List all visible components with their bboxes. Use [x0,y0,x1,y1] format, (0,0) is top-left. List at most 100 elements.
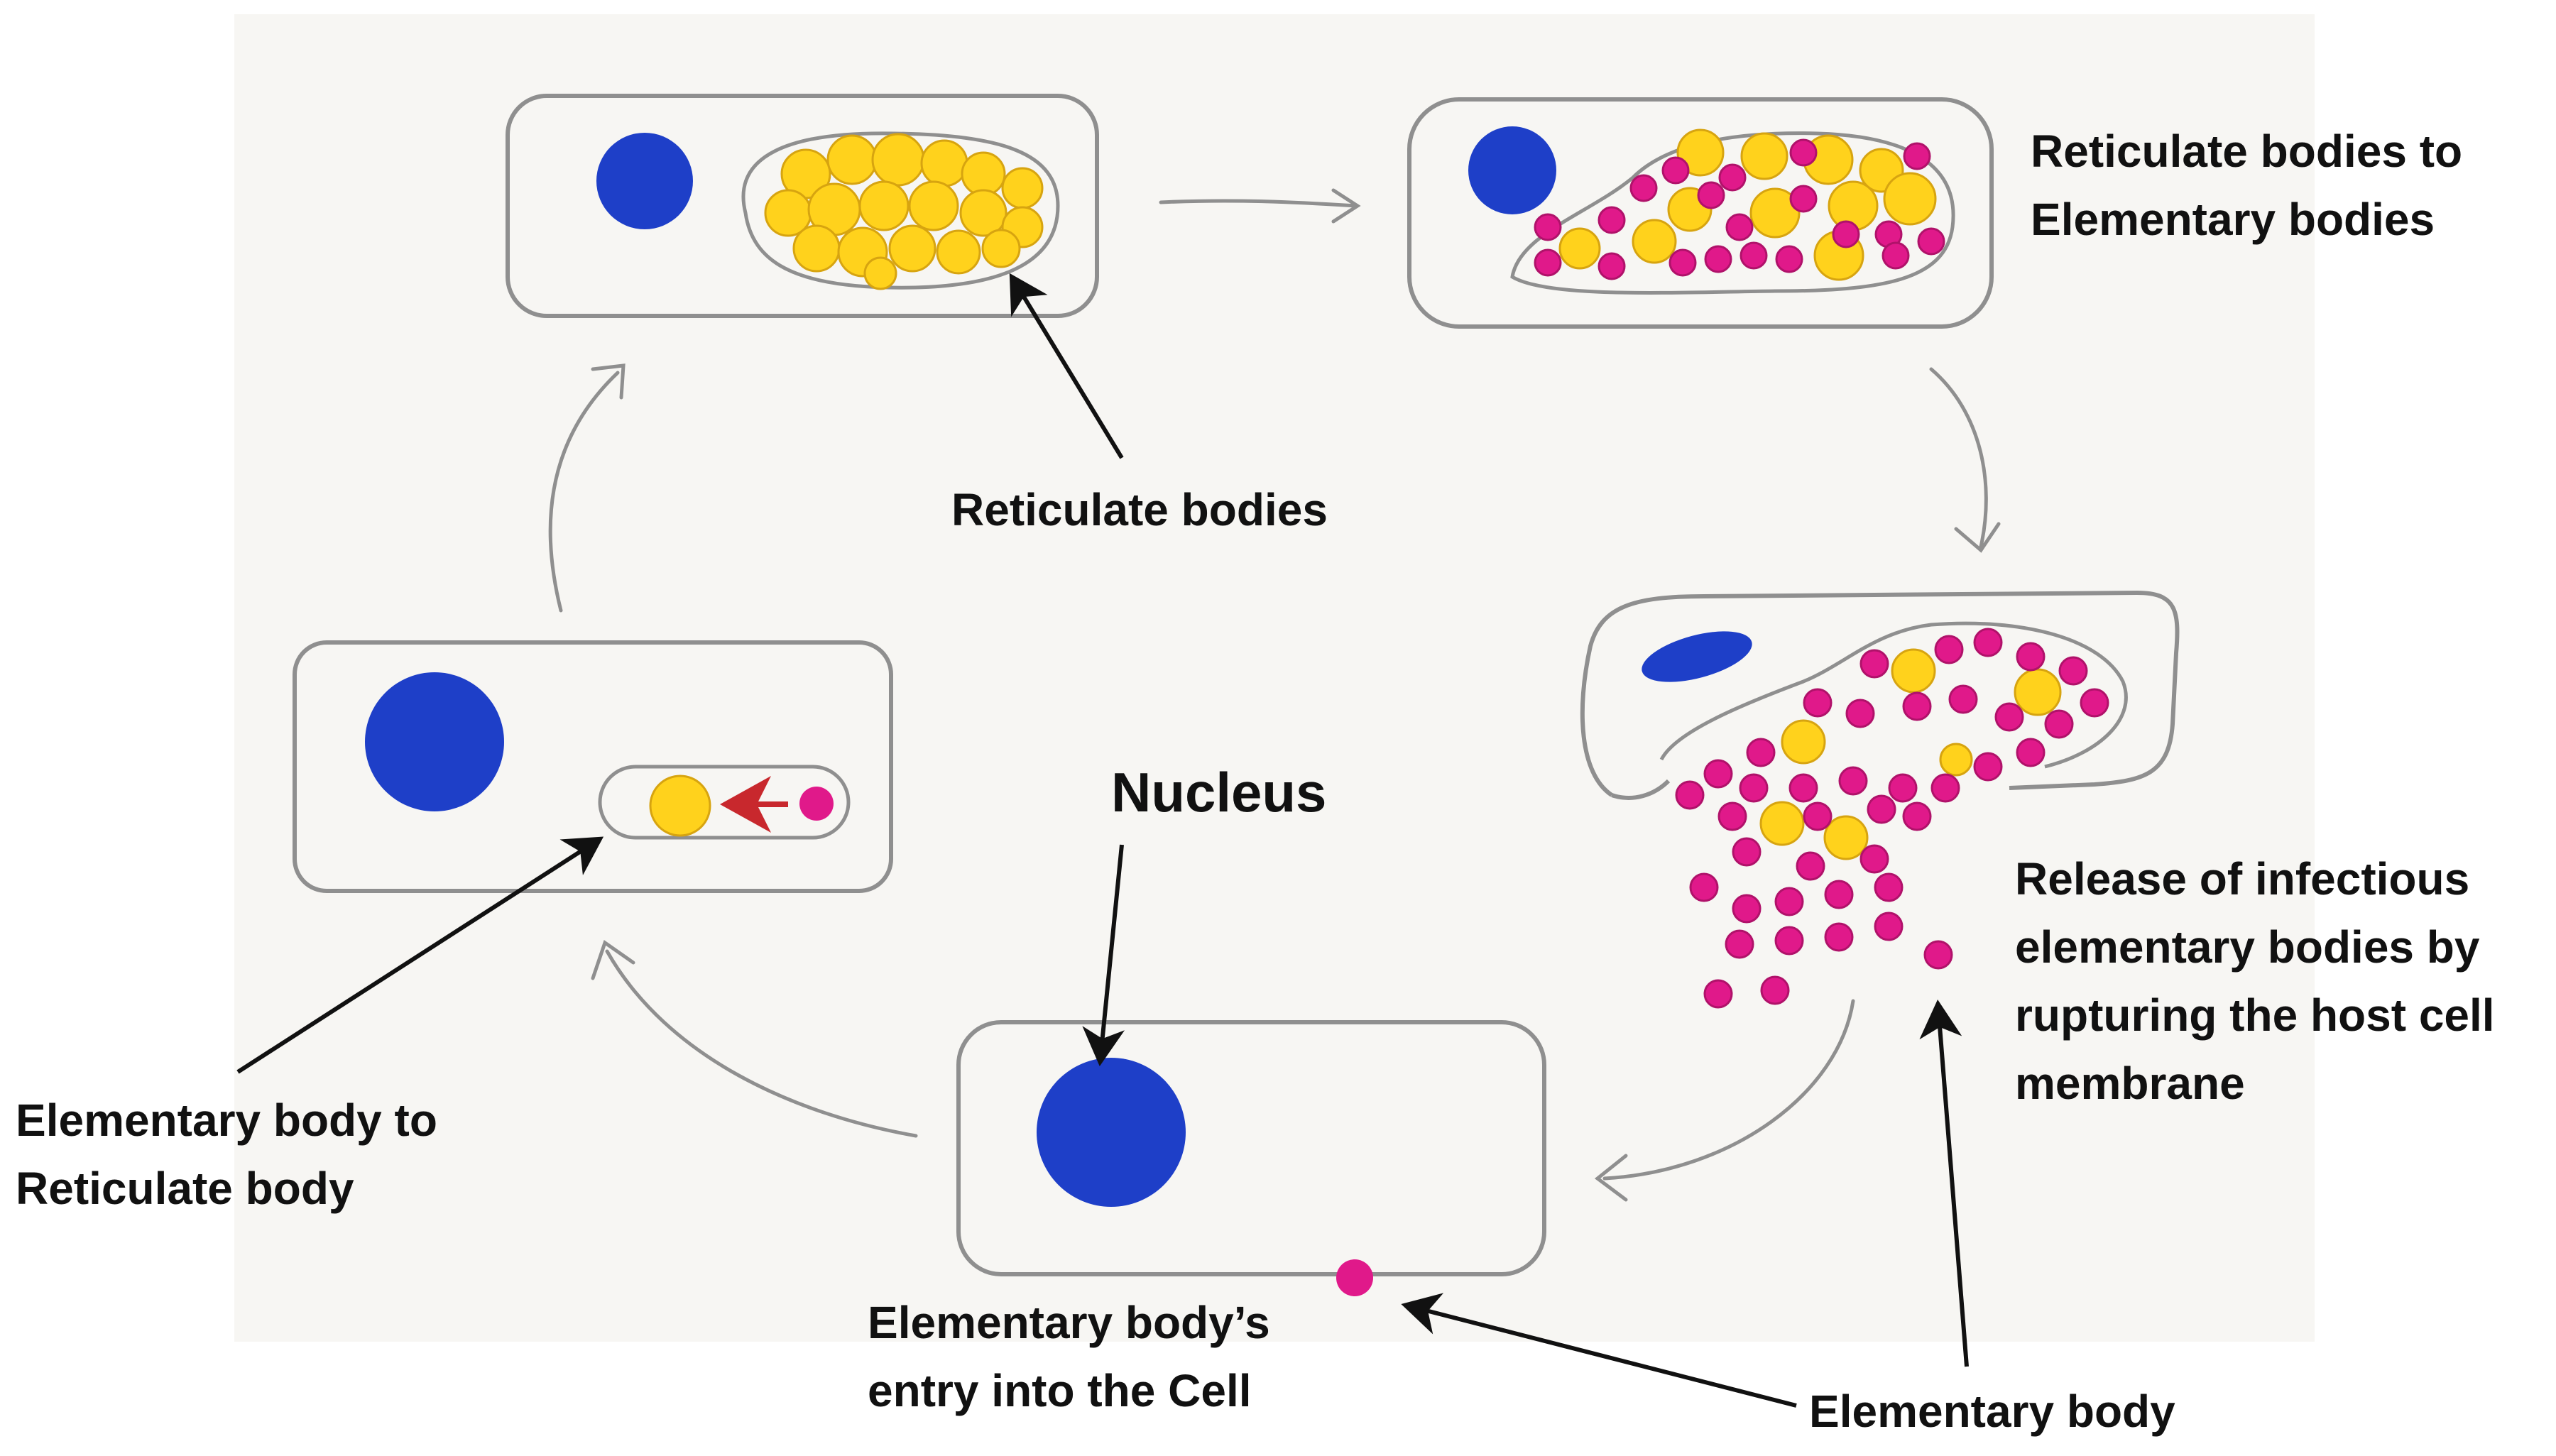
elementary-body [1994,702,2024,732]
elementary-body [1923,940,1953,970]
elementary-body [1704,245,1732,273]
elementary-body [1859,844,1889,874]
label-eb-to-rb: Elementary body to Reticulate body [16,1086,437,1222]
label-entry-line2: entry into the Cell [868,1365,1252,1416]
elementary-body [1838,766,1868,796]
cycle-arrows [548,188,2001,1202]
reticulate-body [1891,648,1936,694]
reticulate-body [826,134,878,185]
arrow-5-to-1 [548,371,620,613]
elementary-body [2080,688,2109,718]
reticulate-body [1939,743,1973,777]
elementary-body [1930,773,1960,803]
reticulate-body [920,139,968,187]
reticulate-body [792,224,841,273]
elementary-body [1697,181,1725,209]
label-nucleus: Nucleus [1111,761,1327,823]
elementary-body [1629,174,1658,202]
reticulate-body [888,224,936,273]
elementary-body [1732,894,1762,924]
elementary-body [1789,185,1818,213]
arrow-4-to-5 [605,949,918,1138]
nucleus-3 [1642,631,1752,682]
pointer-elementary-body-entry [1401,1293,1797,1408]
label-release: Release of infectious elementary bodies … [2015,845,2495,1117]
elementary-body [1973,752,2003,782]
label-elementary-body: Elementary body [1809,1386,2175,1437]
elementary-body [1874,912,1904,941]
elementary-body [1775,245,1803,273]
elementary-body [1703,979,1733,1009]
elementary-body [1888,773,1918,803]
elementary-body [1717,801,1747,831]
elementary-body [1598,252,1626,280]
elementary-body [1824,880,1854,909]
reticulate-body [858,180,910,231]
elementary-body [1882,241,1910,270]
reticulate-body [1823,815,1869,860]
elementary-body [1534,248,1562,277]
entering-elementary-body [1336,1259,1373,1296]
nucleus-5 [365,672,504,811]
elementary-body [1917,227,1945,256]
label-release-line1: Release of infectious [2015,853,2470,904]
elementary-body [1598,206,1626,234]
elementary-body [1845,699,1875,728]
elementary-body [1725,929,1754,959]
elementary-body [1824,922,1854,952]
nucleus-1 [596,133,693,229]
reticulate-body [2014,668,2062,716]
elementary-body [1789,138,1818,167]
elementary-body [1740,241,1768,270]
reticulate-body [981,229,1021,268]
arrow-3-to-4 [1602,999,1855,1181]
reticulate-bodies-cluster [764,133,1044,290]
inclusion-1 [741,131,1060,290]
elementary-body [1859,649,1889,679]
label-eb-to-rb-line2: Reticulate body [16,1163,354,1214]
elementary-body [1703,759,1733,789]
released-bodies-cluster [1675,628,2109,1009]
arrow-2-to-3 [1929,367,1988,549]
elementary-body [1774,887,1804,916]
elementary-body [1803,801,1833,831]
elementary-body [2058,656,2088,686]
cell-entry [956,1020,1546,1296]
inclusion-2 [1510,131,1955,295]
arrow-1-to-2 [1159,199,1358,208]
pointer-nucleus [1082,844,1125,1066]
elementary-body [1774,926,1804,956]
reticulate-body [1781,719,1826,765]
reticulate-body [1676,128,1725,177]
mixed-bodies-cluster [1534,128,1945,281]
elementary-body [1796,851,1825,881]
elementary-body [1746,738,1776,767]
elementary-body [1903,142,1931,170]
elementary-body [1934,635,1964,664]
elementary-body [1661,156,1690,185]
cell-rb-to-eb [1407,97,1994,329]
label-release-line3: rupturing the host cell [2015,990,2495,1041]
label-rb-to-eb-line1: Reticulate bodies to [2031,126,2463,177]
reticulate-body [1740,132,1788,180]
elementary-body [1760,975,1790,1005]
elementary-body [1832,220,1860,248]
elementary-body [1867,794,1896,824]
paper-background [234,14,2315,1342]
elementary-body [1718,163,1747,192]
elementary-body [1668,248,1697,277]
label-release-line4: membrane [2015,1058,2245,1109]
reticulate-body [863,256,897,290]
reticulate-body [1759,801,1805,846]
elementary-body [2016,642,2046,672]
label-reticulate-bodies: Reticulate bodies [951,484,1328,535]
reticulate-body [1558,227,1601,270]
elementary-body [1739,773,1769,803]
label-entry-line1: Elementary body’s [868,1297,1270,1348]
elementary-body [1973,628,2003,657]
elementary-body [1675,780,1705,810]
cell-release [1580,590,2180,1009]
pointer-eb-to-rb [236,836,604,1074]
